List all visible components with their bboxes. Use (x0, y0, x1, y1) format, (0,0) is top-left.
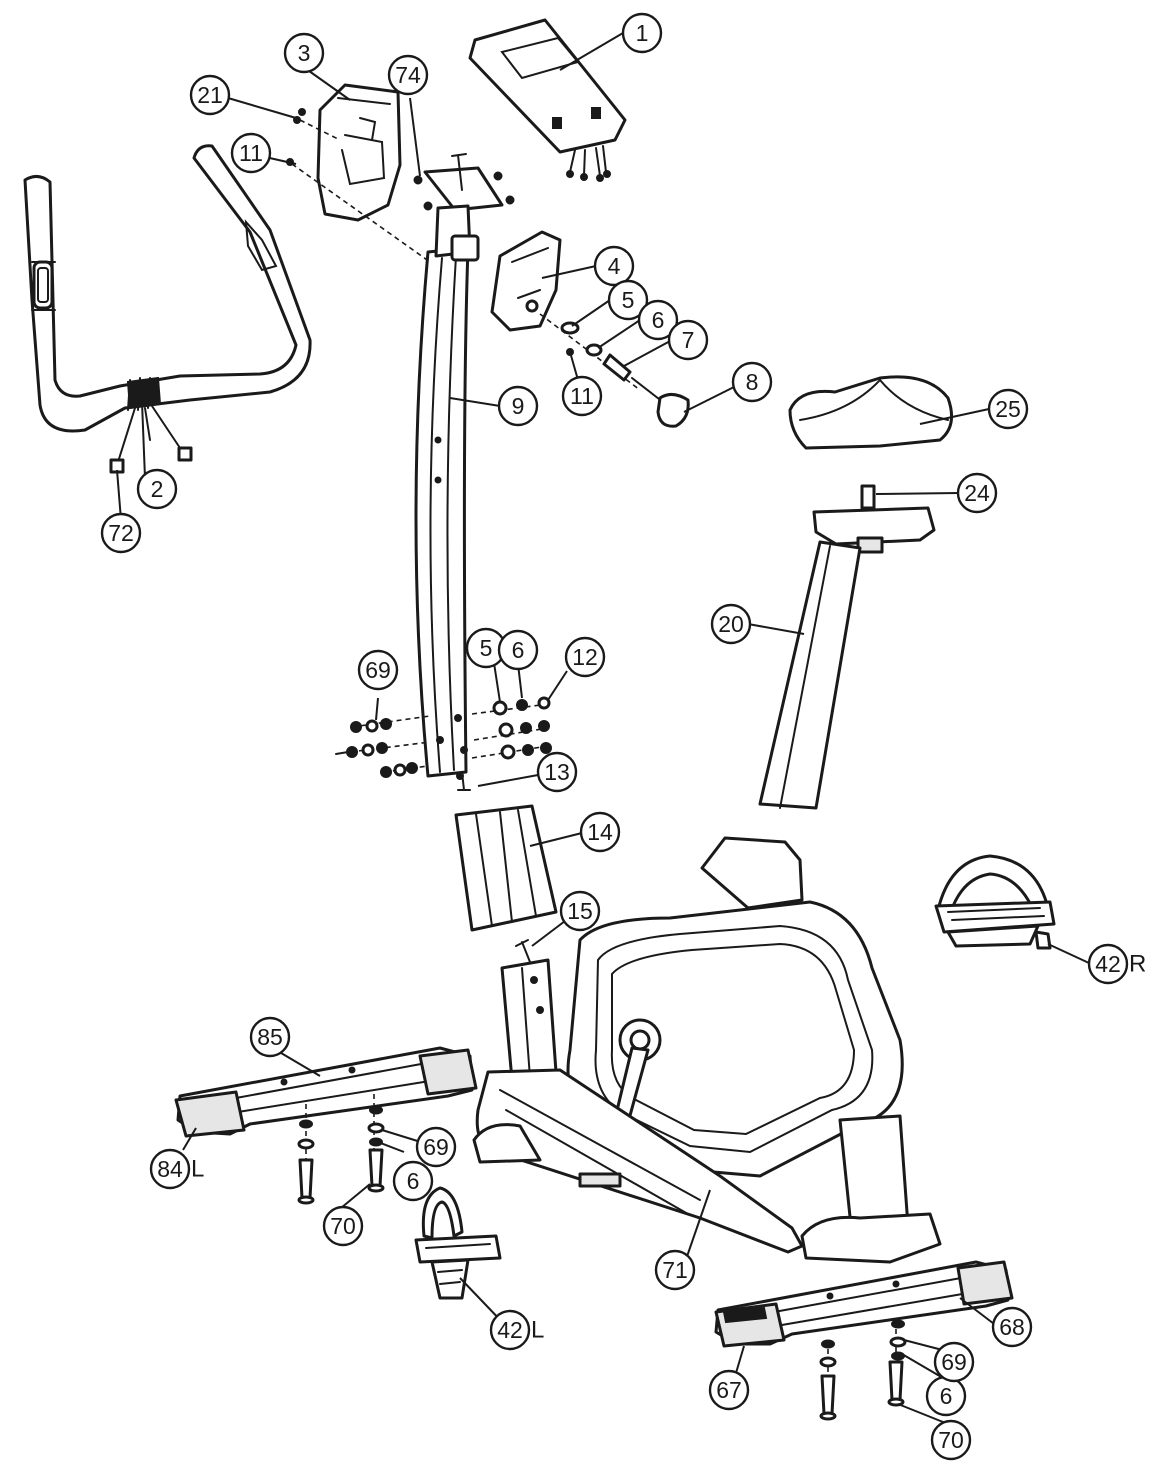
callout-70a: 70 (322, 1205, 364, 1247)
callout-label: 71 (662, 1257, 688, 1283)
callout-label: 21 (197, 82, 223, 108)
callout-leader-lines (116, 32, 1090, 1427)
callout-label: 15 (567, 898, 593, 924)
callout-6b: 6 (497, 629, 539, 671)
callout-label: 7 (682, 327, 695, 353)
callout-label: 69 (423, 1134, 449, 1160)
callout-label: 67 (716, 1377, 742, 1403)
callout-6c: 6 (392, 1160, 434, 1202)
part-seat (788, 375, 954, 450)
callout-label: 6 (940, 1383, 953, 1409)
callout-label: 1 (636, 20, 649, 46)
callout-label: 6 (512, 637, 525, 663)
callout-21: 21 (189, 74, 231, 116)
part-front-shroud (286, 83, 431, 263)
callout-15: 15 (559, 890, 601, 932)
callout-84l: 84 L (149, 1148, 204, 1190)
callout-label: 8 (746, 369, 759, 395)
callout-14: 14 (579, 811, 621, 853)
part-handlebar (23, 144, 312, 474)
callout-42r: 42 R (1087, 943, 1146, 985)
callout-11a: 11 (230, 132, 272, 174)
callout-5b: 5 (465, 627, 507, 669)
part-front-stabilizer (174, 1046, 478, 1205)
callout-3: 3 (283, 32, 325, 74)
part-frame-bracket (500, 939, 558, 1082)
callout-label: 11 (239, 140, 263, 166)
callout-label: 6 (652, 307, 665, 333)
callout-label: 9 (512, 393, 525, 419)
callout-69b: 69 (415, 1126, 457, 1168)
callout-label: 70 (330, 1213, 356, 1239)
callout-label: 5 (622, 287, 635, 313)
callout-suffix: L (531, 1317, 544, 1344)
callout-8: 8 (731, 361, 773, 403)
part-upright-tube (414, 204, 480, 791)
callout-6a: 6 (637, 299, 679, 341)
callout-4: 4 (593, 245, 635, 287)
callout-label: 68 (999, 1314, 1025, 1340)
callout-68: 68 (991, 1306, 1033, 1348)
callout-label: 2 (151, 476, 164, 502)
callout-label: 24 (964, 480, 990, 506)
callout-67: 67 (708, 1369, 750, 1411)
part-seat-post (758, 484, 936, 810)
callout-11b: 11 (561, 375, 603, 417)
callout-74: 74 (387, 54, 429, 96)
callout-25: 25 (987, 388, 1029, 430)
callout-71: 71 (654, 1249, 696, 1291)
callout-label: 69 (941, 1349, 967, 1375)
callout-13: 13 (536, 751, 578, 793)
callout-12: 12 (564, 636, 606, 678)
callout-label: 20 (718, 611, 744, 637)
callout-72: 72 (100, 512, 142, 554)
callout-label: 13 (544, 759, 570, 785)
callout-5a: 5 (607, 279, 649, 321)
callout-20: 20 (710, 603, 752, 645)
callout-70b: 70 (930, 1419, 972, 1461)
callout-label: 25 (995, 396, 1021, 422)
callout-suffix: L (191, 1156, 204, 1183)
callout-label: 42 (497, 1317, 523, 1343)
part-bracket-plate (413, 153, 515, 212)
callout-label: 74 (395, 62, 421, 88)
callout-9: 9 (497, 385, 539, 427)
callout-label: 14 (587, 819, 613, 845)
callout-label: 3 (298, 40, 311, 66)
part-tube-cover (454, 804, 558, 932)
callout-2: 2 (136, 468, 178, 510)
part-console (468, 18, 627, 182)
callout-85: 85 (249, 1016, 291, 1058)
callout-42l: 42 L (489, 1309, 544, 1351)
part-pedal-right (934, 854, 1056, 950)
callout-7: 7 (667, 319, 709, 361)
part-main-frame (472, 836, 942, 1264)
callout-69a: 69 (357, 649, 399, 691)
callout-label: 69 (365, 657, 391, 683)
callout-label: 12 (572, 644, 598, 670)
callout-suffix: R (1129, 951, 1146, 978)
part-rear-stabilizer (714, 1260, 1014, 1421)
callout-label: 84 (157, 1156, 183, 1182)
part-rear-shroud (490, 230, 562, 332)
part-tension-knob-assembly (539, 313, 690, 428)
callout-label: 42 (1095, 951, 1121, 977)
callout-label: 70 (938, 1427, 964, 1453)
callout-1: 1 (621, 12, 663, 54)
callout-label: 11 (570, 383, 594, 409)
callout-label: 5 (480, 635, 493, 661)
callout-24: 24 (956, 472, 998, 514)
callout-6d: 6 (925, 1375, 967, 1417)
part-pedal-left (414, 1186, 502, 1300)
callout-label: 6 (407, 1168, 420, 1194)
callout-69c: 69 (933, 1341, 975, 1383)
callout-label: 4 (608, 253, 621, 279)
part-hardware-upright (335, 696, 552, 778)
callout-label: 72 (108, 520, 134, 546)
callout-label: 85 (257, 1024, 283, 1050)
